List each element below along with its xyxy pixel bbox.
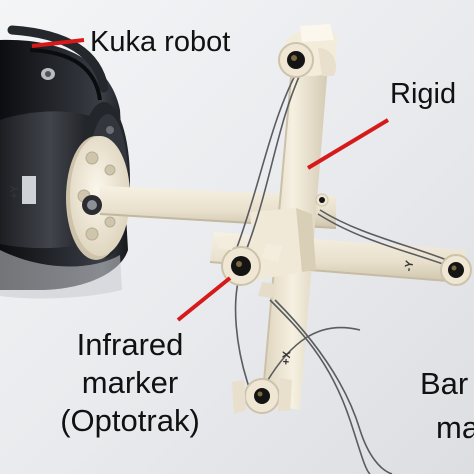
axis-mark-plus-y: +Y bbox=[8, 185, 21, 199]
infrared-marker-right bbox=[440, 254, 472, 286]
infrared-marker-bottom bbox=[232, 378, 292, 414]
center-joint bbox=[250, 208, 316, 280]
infrared-marker-small-right bbox=[315, 193, 329, 207]
label-bare-marker: Bar ma bbox=[420, 362, 474, 450]
label-bare-line1: Bar bbox=[420, 366, 469, 401]
label-infrared-line2: marker bbox=[81, 365, 179, 400]
label-infrared-marker: Infrared marker (Optotrak) bbox=[35, 326, 225, 440]
pointer-rigid bbox=[306, 118, 390, 170]
label-infrared-line1: Infrared bbox=[76, 327, 184, 362]
marker-cables bbox=[234, 65, 455, 474]
axis-mark-minus-y: -Y bbox=[402, 259, 417, 273]
pointer-lines bbox=[31, 38, 390, 322]
label-kuka-robot: Kuka robot bbox=[90, 26, 231, 58]
axis-mark-plus-x: +X bbox=[280, 350, 294, 366]
label-bare-line2: ma bbox=[436, 410, 474, 445]
pointer-infrared bbox=[176, 276, 232, 322]
pointer-kuka bbox=[31, 38, 85, 48]
infrared-marker-center bbox=[218, 236, 282, 298]
label-rigid-body: Rigid bbox=[390, 78, 457, 110]
label-infrared-line3: (Optotrak) bbox=[60, 403, 200, 438]
infrared-marker-top bbox=[278, 42, 337, 78]
